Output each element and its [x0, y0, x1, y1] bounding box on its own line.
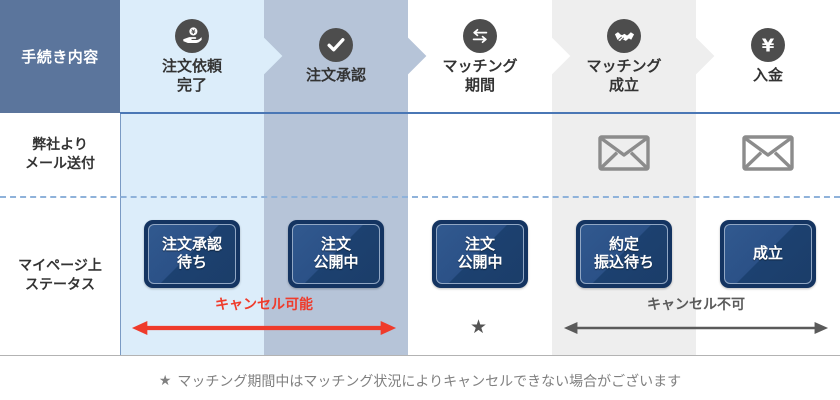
status-badge-label: 約定 振込待ち — [593, 235, 654, 271]
step-header-title: マッチング 成立 — [586, 57, 662, 94]
status-row: マイページ上 ステータス 注文承認 待ち 注文 公開中 — [0, 196, 840, 355]
mail-cell-payment-received — [696, 113, 840, 196]
status-badge-label: 注文 公開中 — [313, 235, 359, 271]
header-underline — [120, 112, 840, 114]
mail-cell-order-approved — [264, 113, 408, 196]
column-separator — [120, 113, 121, 355]
cancel-possible-annotation: キャンセル可能 — [130, 296, 398, 336]
envelope-icon — [598, 134, 650, 175]
svg-text:¥: ¥ — [191, 29, 196, 36]
cancel-not-possible-annotation: キャンセル不可 — [562, 296, 830, 336]
row-header-status-label: マイページ上 ステータス — [18, 257, 102, 293]
footer-note-text: マッチング期間中はマッチング状況によりキャンセルできない場合がございます — [177, 374, 682, 390]
cancel-possible-arrow-icon — [130, 318, 398, 338]
step-header-matching-period: マッチング 期間 — [408, 0, 552, 113]
status-badge: 注文 公開中 — [432, 220, 528, 288]
step-header-payment-received: ¥ 入金 — [696, 0, 840, 113]
yen-circle-icon: ¥ — [751, 28, 785, 63]
cancel-not-possible-label: キャンセル不可 — [647, 297, 745, 313]
row-header-process-label: 手続き内容 — [21, 48, 99, 66]
step-header-title: 注文依頼 完了 — [161, 57, 222, 94]
row-header-mail-label: 弊社より メール送付 — [25, 137, 95, 172]
row-header-mail: 弊社より メール送付 — [0, 113, 120, 196]
status-cell-matching-period: 注文 公開中 — [408, 196, 552, 355]
step-header-title: マッチング 期間 — [442, 57, 518, 94]
header-row: 手続き内容 ¥ 注文依頼 完了 — [0, 0, 840, 113]
star-icon: ★ — [158, 373, 172, 389]
star-marker-icon: ★ — [470, 316, 488, 338]
status-badge-label: 注文承認 待ち — [161, 235, 222, 271]
step-header-matching-established: マッチング 成立 — [552, 0, 696, 113]
envelope-icon — [742, 134, 794, 175]
check-circle-icon — [319, 28, 353, 63]
cancel-possible-label: キャンセル可能 — [215, 297, 313, 313]
status-badge: 注文 公開中 — [288, 220, 384, 288]
row-header-process: 手続き内容 — [0, 0, 120, 113]
status-badge-label: 成立 — [752, 244, 783, 263]
step-header-order-request-done: ¥ 注文依頼 完了 — [120, 0, 264, 113]
row-header-status: マイページ上 ステータス — [0, 196, 120, 355]
mail-cell-order-request-done — [120, 113, 264, 196]
hand-coin-icon: ¥ — [175, 19, 209, 54]
process-table: 手続き内容 ¥ 注文依頼 完了 — [0, 0, 840, 356]
status-badge: 注文承認 待ち — [144, 220, 240, 288]
svg-text:¥: ¥ — [762, 36, 775, 57]
mail-row: 弊社より メール送付 — [0, 113, 840, 196]
cancel-not-possible-arrow-icon — [562, 318, 830, 338]
handshake-icon — [607, 19, 641, 54]
status-badge-label: 注文 公開中 — [457, 235, 503, 271]
footer-note: ★ マッチング期間中はマッチング状況によりキャンセルできない場合がございます — [0, 362, 840, 400]
step-header-title: 注文承認 — [305, 66, 366, 85]
mail-cell-matching-established — [552, 113, 696, 196]
row-divider-dashed — [0, 196, 840, 198]
step-header-title: 入金 — [752, 66, 783, 85]
exchange-arrows-icon — [463, 19, 497, 54]
step-header-order-approved: 注文承認 — [264, 0, 408, 113]
status-badge: 約定 振込待ち — [576, 220, 672, 288]
status-badge: 成立 — [720, 220, 816, 288]
mail-cell-matching-period — [408, 113, 552, 196]
